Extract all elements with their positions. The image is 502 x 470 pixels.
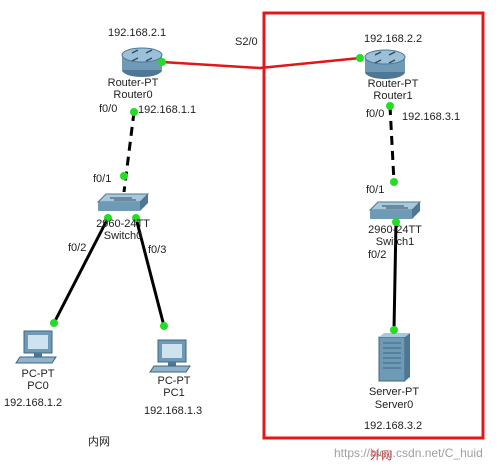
link-switch0-pc0[interactable] bbox=[52, 217, 110, 324]
pc1-ip: 192.168.1.3 bbox=[144, 405, 203, 417]
pc0-icon[interactable] bbox=[15, 330, 57, 364]
port-dot-server0 bbox=[390, 326, 398, 334]
switch1-type: 2960-24TT bbox=[368, 224, 422, 236]
router1-lan-ip: 192.168.3.1 bbox=[402, 111, 461, 123]
port-dot-router0-s2-0 bbox=[158, 58, 166, 66]
pc1-icon[interactable] bbox=[149, 339, 191, 373]
router1-wan-ip: 192.168.2.2 bbox=[364, 33, 423, 45]
watermark: https://blog.csdn.net/C_huid bbox=[334, 446, 483, 460]
pc0-type: PC-PT bbox=[21, 368, 55, 380]
server0-name: Server0 bbox=[374, 399, 414, 411]
link-switch1-server0[interactable] bbox=[392, 221, 398, 331]
router0-lan-ip: 192.168.1.1 bbox=[138, 104, 197, 116]
outer-zone-border bbox=[262, 11, 485, 440]
pc0-name: PC0 bbox=[27, 380, 49, 392]
port-dot-router1-wan bbox=[356, 54, 364, 62]
inner-network-label: 内网 bbox=[88, 435, 110, 448]
link-switch0-pc1[interactable] bbox=[134, 217, 166, 327]
server0-icon[interactable] bbox=[378, 333, 410, 382]
port-dot-router0-f0-0 bbox=[130, 108, 138, 116]
router0-wan-ip: 192.168.2.1 bbox=[108, 27, 167, 39]
port-dot-pc1 bbox=[160, 322, 168, 330]
switch0-port-f0-1: f0/1 bbox=[93, 173, 112, 185]
router0-type: Router-PT bbox=[107, 77, 159, 89]
port-dot-switch0-f0-1 bbox=[120, 172, 128, 180]
switch0-port-f0-3: f0/3 bbox=[148, 244, 167, 256]
router1-port-f0-0: f0/0 bbox=[366, 108, 385, 120]
port-status-dots bbox=[50, 54, 400, 334]
link-router1-switch1[interactable] bbox=[388, 105, 396, 183]
router0-port-s2-0: S2/0 bbox=[235, 36, 258, 48]
switch0-type: 2960-24TT bbox=[96, 218, 150, 230]
router0-port-f0-0: f0/0 bbox=[99, 103, 118, 115]
port-dot-pc0 bbox=[50, 319, 58, 327]
router1-icon[interactable] bbox=[364, 49, 406, 79]
port-dot-switch1-f0-1 bbox=[390, 178, 398, 186]
server0-type: Server-PT bbox=[368, 386, 420, 398]
link-router0-switch0[interactable] bbox=[122, 111, 136, 193]
router0-name: Router0 bbox=[113, 89, 153, 101]
router1-name: Router1 bbox=[373, 90, 413, 102]
outer-network-label: 外网 bbox=[370, 449, 392, 462]
port-dot-switch0-f0-2 bbox=[104, 214, 112, 222]
port-dot-router1-f0-0 bbox=[386, 102, 394, 110]
router1-type: Router-PT bbox=[367, 78, 419, 90]
switch1-icon[interactable] bbox=[368, 201, 422, 219]
wan-link[interactable] bbox=[161, 56, 361, 70]
switch1-port-f0-1: f0/1 bbox=[366, 184, 385, 196]
pc1-name: PC1 bbox=[163, 387, 185, 399]
port-dot-switch1-f0-2 bbox=[392, 218, 400, 226]
router0-icon[interactable] bbox=[121, 47, 163, 77]
switch1-name: Switch1 bbox=[375, 236, 415, 248]
server0-ip: 192.168.3.2 bbox=[364, 420, 423, 432]
switch0-port-f0-2: f0/2 bbox=[68, 242, 87, 254]
pc0-ip: 192.168.1.2 bbox=[4, 397, 63, 409]
switch1-port-f0-2: f0/2 bbox=[368, 249, 387, 261]
pc1-type: PC-PT bbox=[157, 375, 191, 387]
switch0-icon[interactable] bbox=[96, 193, 150, 211]
switch0-name: Switch0 bbox=[103, 230, 143, 242]
port-dot-switch0-f0-3 bbox=[132, 214, 140, 222]
